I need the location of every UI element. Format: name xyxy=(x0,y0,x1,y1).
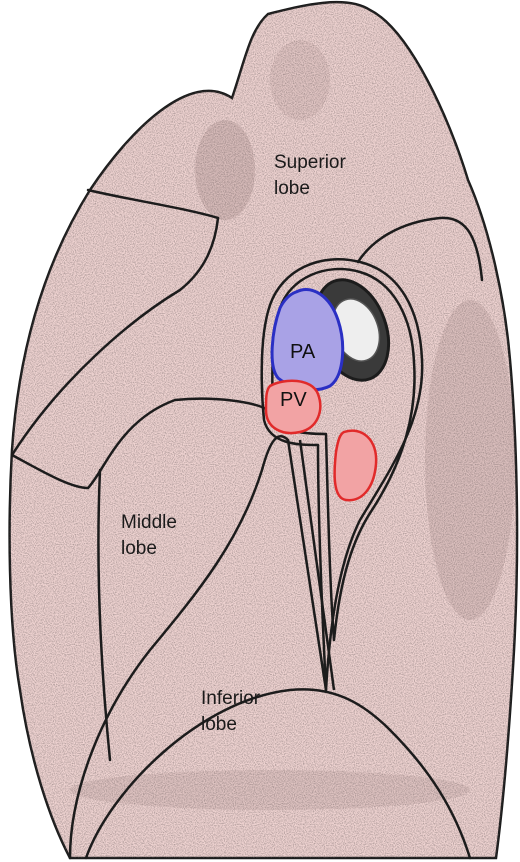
inferior-lobe-label-line2: lobe xyxy=(201,712,260,738)
pa-label: PA xyxy=(290,341,315,364)
inferior-lobe-label-line1: Inferior xyxy=(201,686,260,712)
inferior-lobe-label: Inferior lobe xyxy=(201,686,260,738)
middle-lobe-label-line1: Middle xyxy=(121,510,177,536)
pv-label: PV xyxy=(280,389,307,412)
superior-lobe-label: Superior lobe xyxy=(274,150,346,202)
middle-lobe-label-line2: lobe xyxy=(121,536,177,562)
pulmonary-artery-shape xyxy=(272,290,343,390)
superior-lobe-label-line1: Superior xyxy=(274,150,346,176)
superior-lobe-label-line2: lobe xyxy=(274,176,346,202)
middle-lobe-label: Middle lobe xyxy=(121,510,177,562)
